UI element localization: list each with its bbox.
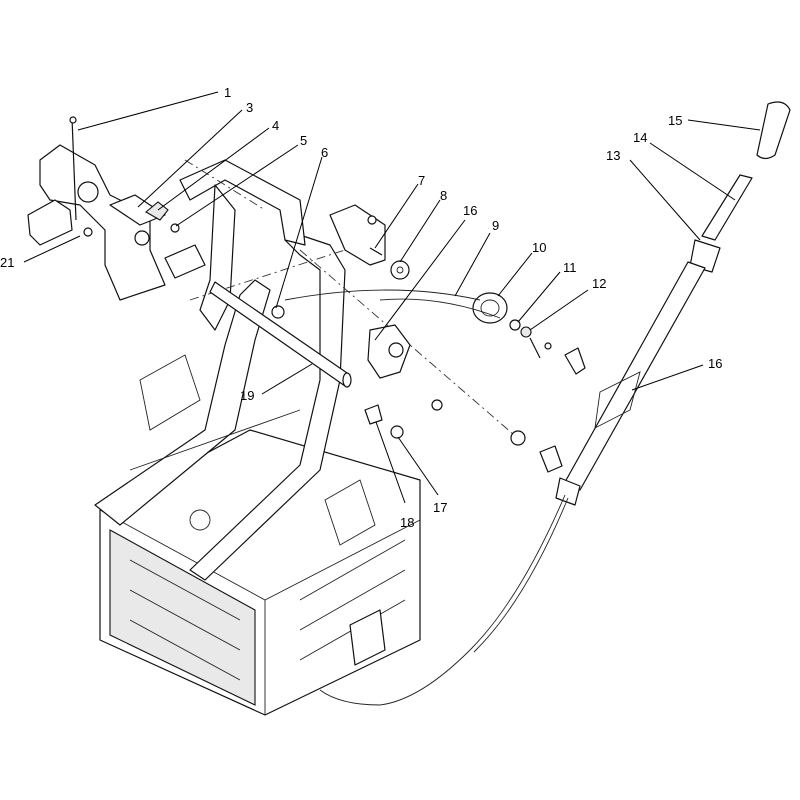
callout-17: 17: [433, 500, 447, 515]
callout-8: 8: [440, 188, 447, 203]
callout-4: 4: [272, 118, 279, 133]
callout-16b: 16: [708, 356, 722, 371]
callout-1: 1: [224, 85, 231, 100]
callout-12: 12: [592, 276, 606, 291]
lower-housing: [99, 429, 421, 716]
callout-21: 21: [0, 255, 14, 270]
callout-15: 15: [668, 113, 682, 128]
callout-11: 11: [563, 260, 577, 275]
callout-18: 18: [400, 515, 414, 530]
callout-6: 6: [321, 145, 328, 160]
callout-3: 3: [246, 100, 253, 115]
hardware: [69, 116, 586, 473]
callout-9: 9: [492, 218, 499, 233]
side-plate: [329, 204, 411, 379]
callout-10: 10: [532, 240, 546, 255]
callout-13: 13: [606, 148, 620, 163]
callout-7: 7: [418, 173, 425, 188]
callouts: 1 3 4 5 6 7 8 16 9 10 11 12 15 14 13 16 …: [0, 85, 722, 530]
leader-lines: [23, 91, 761, 504]
frame-rails: [94, 159, 521, 581]
callout-19: 19: [240, 388, 254, 403]
control-lever: [319, 101, 791, 706]
callout-14: 14: [633, 130, 647, 145]
callout-5: 5: [300, 133, 307, 148]
rod: [209, 281, 352, 388]
hinge-bracket: [27, 144, 206, 301]
callout-16a: 16: [463, 203, 477, 218]
